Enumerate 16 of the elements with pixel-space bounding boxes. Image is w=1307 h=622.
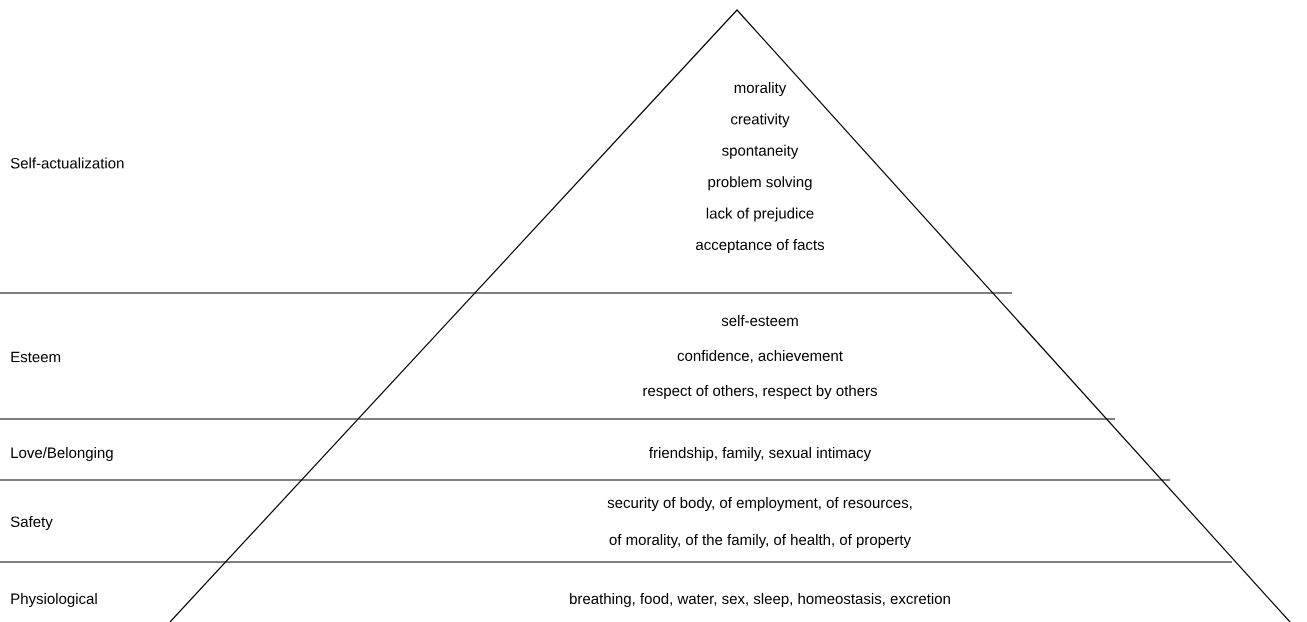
level-description: morality creativity spontaneity problem solving lack of prejudice acceptance of facts bbox=[696, 82, 825, 253]
node-label: spontaneity bbox=[722, 144, 799, 159]
level-name: Esteem bbox=[11, 351, 61, 363]
level-description: self-esteem confidence, achievement respect of others, respect by others bbox=[643, 315, 877, 399]
node-label: acceptance of facts bbox=[696, 239, 825, 253]
node-label: lack of prejudice bbox=[706, 207, 814, 222]
level-name: Physiological bbox=[11, 593, 97, 607]
level-name: Safety bbox=[10, 516, 53, 530]
level-name: Love/Belonging bbox=[11, 447, 113, 461]
level-name: Self-actualization bbox=[10, 157, 124, 169]
level-description: breathing, food, water, sex, sleep, homeostasis, excretion bbox=[570, 593, 950, 607]
level-description: friendship, family, sexual intimacy bbox=[649, 447, 872, 461]
node-label: morality bbox=[734, 82, 787, 96]
level-description: security of body, of employment, of resources, of morality, of the family, of health, of property bbox=[607, 497, 912, 548]
node-label: problem solving bbox=[708, 176, 812, 191]
node-label: creativity bbox=[731, 113, 790, 128]
